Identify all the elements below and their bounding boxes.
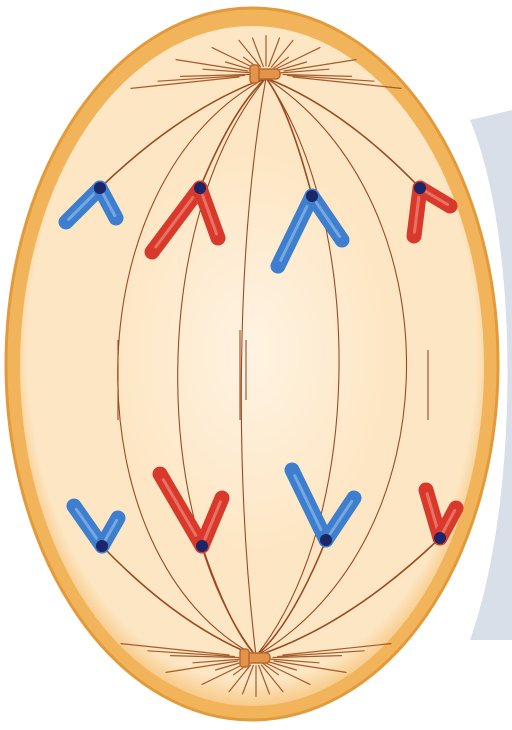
centromere [194,182,206,194]
centromere [96,540,108,552]
centromere [196,540,208,552]
centromere [320,534,332,546]
centromere [94,182,106,194]
centriole-vertical [240,649,249,667]
centromere [306,190,318,202]
centromere [434,532,446,544]
cell-cytoplasm [20,26,484,706]
centriole-vertical [250,65,259,83]
centromere [414,182,426,194]
